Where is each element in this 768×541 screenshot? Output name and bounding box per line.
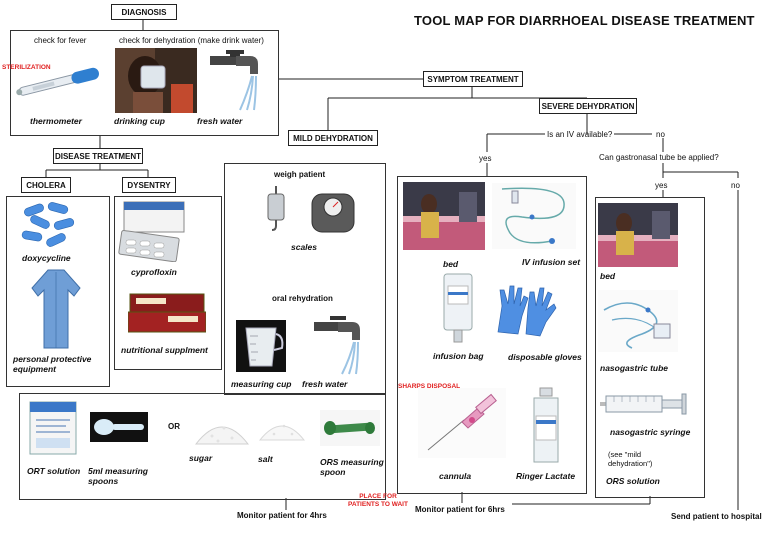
severe-dehydration-label: SEVERE DEHYDRATION <box>539 98 637 114</box>
monitor-6hrs: Monitor patient for 6hrs <box>415 505 505 514</box>
iv-no: no <box>656 130 665 139</box>
monitor-4hrs: Monitor patient for 4hrs <box>237 511 327 520</box>
sterilization-note: STERILIZATION <box>2 64 51 71</box>
tube-item-bed: bed <box>600 271 616 281</box>
gastro-no: no <box>731 181 740 190</box>
iv-box <box>397 176 587 494</box>
mild-item-ort-solution: ORT solution <box>27 466 81 476</box>
fever-note: check for fever <box>34 36 87 45</box>
tap-icon <box>210 50 258 111</box>
disease-treatment-label: DISEASE TREATMENT <box>53 148 143 164</box>
tube-item-nasogastric-syringe: nasogastric syringe <box>610 427 691 437</box>
cyprofloxin-image <box>118 201 185 262</box>
diagnosis-item-drinking-cup: drinking cup <box>114 116 165 126</box>
mild-item-scales: scales <box>291 242 317 252</box>
nutritional-supplement-image <box>128 293 206 333</box>
cholera-item-ppe: personal protective equipment <box>13 354 92 374</box>
nasogastric-syringe-image <box>600 393 687 415</box>
symptom-treatment-label: SYMPTOM TREATMENT <box>423 71 523 87</box>
bed-image <box>403 182 485 250</box>
dysentry-item-nutritional-supplement: nutritional supplment <box>121 345 208 355</box>
diagnosis-item-thermometer: thermometer <box>30 116 82 126</box>
bed-image-2 <box>598 203 678 267</box>
ort-box <box>19 393 386 500</box>
measuring-cup-image <box>236 320 286 372</box>
disposable-gloves-image <box>497 285 557 337</box>
hanging-scale-image <box>267 186 285 231</box>
iv-item-bed: bed <box>443 259 459 269</box>
diagnosis-item-fresh-water: fresh water <box>197 116 243 126</box>
nasogastric-box <box>595 197 705 498</box>
iv-item-infusion-bag: infusion bag <box>433 351 484 361</box>
diagnosis-label: DIAGNOSIS <box>111 4 177 20</box>
doxycycline-image <box>21 202 75 247</box>
mild-item-measuring-cup: measuring cup <box>231 379 292 389</box>
iv-item-disposable-gloves: disposable gloves <box>508 352 582 362</box>
measuring-spoon-image <box>90 412 148 442</box>
thermometer-image <box>16 67 99 96</box>
iv-item-ringer-lactate: Ringer Lactate <box>516 471 576 481</box>
ors-spoon-image <box>320 410 380 446</box>
ort-sachet-image <box>29 401 77 455</box>
dysentry-item-cyprofloxin: cyprofloxin <box>131 267 177 277</box>
bathroom-scale-image <box>311 193 355 233</box>
mild-item-5ml-spoons: 5ml measuring spoons <box>88 466 148 486</box>
sugar-image <box>194 426 250 445</box>
iv-yes: yes <box>479 154 492 163</box>
oral-rehydration-label: oral rehydration <box>272 294 333 303</box>
cholera-item-doxycycline: doxycycline <box>22 253 71 263</box>
sharps-disposal-note: SHARPS DISPOSAL <box>398 383 461 390</box>
cholera-label: CHOLERA <box>21 177 71 193</box>
dysentry-box <box>114 196 222 370</box>
iv-question: Is an IV available? <box>547 130 613 139</box>
iv-infusion-set-image <box>492 183 576 249</box>
mild-item-salt: salt <box>258 454 273 464</box>
ppe-gown-image <box>31 269 81 349</box>
page-title: TOOL MAP FOR DIARRHOEAL DISEASE TREATMEN… <box>414 13 755 28</box>
see-mild-note: (see "mild dehydration") <box>608 450 653 468</box>
ringer-lactate-image <box>533 387 559 463</box>
tube-item-nasogastric-tube: nasogastric tube <box>600 363 669 373</box>
mild-tap-icon <box>314 316 360 375</box>
mild-item-ors-spoon: ORS measuring spoon <box>320 457 384 477</box>
or-label: OR <box>168 422 180 431</box>
nasogastric-tube-image <box>598 290 678 352</box>
cholera-box <box>6 196 110 387</box>
waiting-place-note: PLACE FOR PATIENTS TO WAIT <box>348 493 408 508</box>
mild-dehydration-label: MILD DEHYDRATION <box>288 130 378 146</box>
mild-dehydration-box <box>224 163 386 395</box>
mild-item-sugar: sugar <box>189 453 213 463</box>
drinking-cup-image <box>115 48 197 113</box>
salt-image <box>258 424 306 441</box>
gastro-question: Can gastronasal tube be applied? <box>599 153 719 162</box>
iv-item-infusion-set: IV infusion set <box>522 257 581 267</box>
gastro-yes: yes <box>655 181 668 190</box>
iv-item-cannula: cannula <box>439 471 472 481</box>
dehydration-note: check for dehydration (make drink water) <box>119 36 264 45</box>
tube-item-ors-solution: ORS solution <box>606 476 660 486</box>
mild-item-fresh-water: fresh water <box>302 379 348 389</box>
weigh-patient-label: weigh patient <box>274 170 326 179</box>
cannula-image <box>418 388 506 458</box>
send-to-hospital: Send patient to hospital <box>671 512 762 521</box>
dysentry-label: DYSENTRY <box>122 177 176 193</box>
infusion-bag-image <box>443 273 473 343</box>
